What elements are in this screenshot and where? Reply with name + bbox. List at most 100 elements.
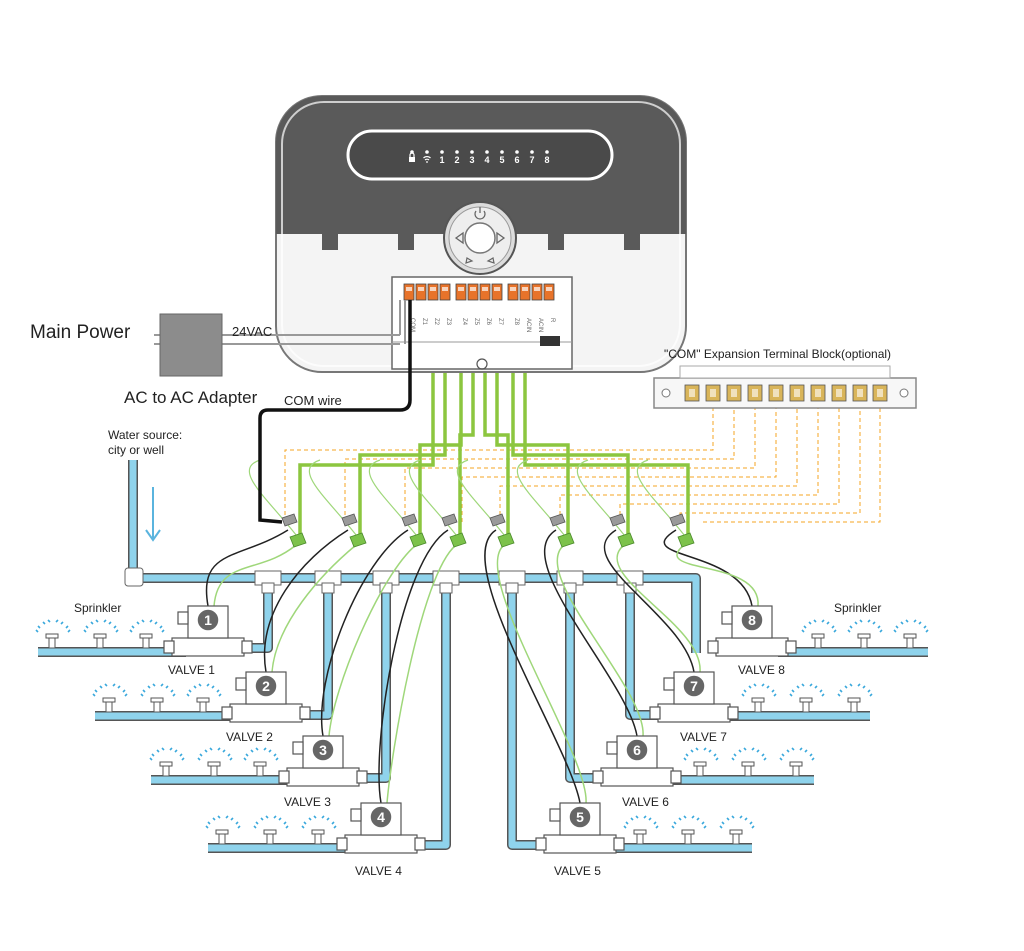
valve-8: 8 — [707, 605, 797, 657]
sprinkler-heads — [35, 619, 929, 845]
zone-wire — [523, 298, 690, 542]
valve-lead-black — [484, 529, 581, 804]
terminal-label: R — [549, 318, 555, 323]
led-dot — [500, 150, 504, 154]
valve-lead-green — [556, 544, 644, 737]
sprinkler-icon — [186, 683, 222, 713]
sprinkler-icon — [683, 747, 719, 777]
sprinkler-icon — [83, 619, 119, 649]
valve-3: 3 — [278, 735, 368, 787]
wire-connectors — [281, 513, 695, 548]
grey-wire-nut — [401, 513, 418, 527]
dashed-com-line — [404, 401, 756, 522]
grey-wire-nut — [281, 513, 298, 527]
valve-number: 1 — [204, 612, 212, 628]
valve-label: VALVE 5 — [554, 864, 601, 878]
ac-adapter — [159, 313, 223, 377]
terminal-screw — [439, 283, 451, 301]
sprinkler-icon — [92, 683, 128, 713]
valve-number-badge — [196, 608, 220, 632]
valve-lead-green — [676, 544, 759, 607]
valve-lead-green — [271, 544, 357, 673]
valve-lead-green — [328, 544, 417, 737]
zone-led-label: 5 — [499, 155, 504, 165]
led-dot — [470, 150, 474, 154]
terminal-screw — [479, 283, 491, 301]
valve-number-badge — [369, 805, 393, 829]
com-wire — [258, 300, 412, 524]
dashed-com-line — [461, 401, 777, 522]
valve-lead-black — [663, 529, 753, 607]
valve-label: VALVE 3 — [284, 795, 331, 809]
sprinkler-icon — [779, 747, 815, 777]
left-arrow-icon[interactable] — [454, 231, 464, 245]
dashed-com-line — [499, 401, 798, 522]
valve-7: 7 — [649, 671, 739, 723]
valve-lead-green — [616, 544, 701, 673]
valve-4: 4 — [336, 802, 426, 854]
valve-number-badge — [254, 674, 278, 698]
zone-led-label: 7 — [529, 155, 534, 165]
sprinkler-icon — [253, 815, 289, 845]
terminal-label: Z7 — [497, 318, 503, 326]
zone-led-label: 3 — [469, 155, 474, 165]
terminal-label: Z1 — [421, 318, 427, 326]
terminal-label: Z2 — [433, 318, 439, 326]
valve-number: 4 — [377, 809, 385, 825]
valve-number: 3 — [319, 742, 327, 758]
sprinkler-icon — [801, 619, 837, 649]
down-left-arrow-icon[interactable] — [465, 257, 474, 264]
led-display-panel — [346, 129, 614, 181]
valve-1: 1 — [163, 605, 253, 657]
valve-label: VALVE 1 — [168, 663, 215, 677]
green-wire-nut — [557, 532, 575, 548]
terminal-screw — [491, 283, 503, 301]
led-dot — [485, 150, 489, 154]
led-dot — [545, 150, 549, 154]
right-arrow-icon[interactable] — [496, 231, 506, 245]
valve-number-badge — [740, 608, 764, 632]
main-power-label: Main Power — [30, 322, 131, 343]
green-wire-nut — [289, 532, 307, 548]
terminal-screw — [415, 283, 427, 301]
dashed-com-line — [700, 401, 881, 523]
valve-6: 6 — [592, 735, 682, 787]
valve-lead-black — [543, 529, 638, 737]
valve-label: VALVE 2 — [226, 730, 273, 744]
dashed-com-line — [344, 401, 735, 522]
valve-number-badge — [682, 674, 706, 698]
valve-5: 5 — [535, 802, 625, 854]
terminal-screw — [531, 283, 543, 301]
sprinkler-icon — [731, 747, 767, 777]
terminal-label: Z8 — [513, 318, 519, 326]
terminal-screw — [507, 283, 519, 301]
zone-wires — [205, 298, 759, 804]
valve-lead-black — [263, 529, 349, 673]
valve-number-badge — [625, 738, 649, 762]
valve-label: VALVE 6 — [622, 795, 669, 809]
lock-icon — [409, 150, 415, 162]
down-right-arrow-icon[interactable] — [486, 257, 495, 264]
valve-number: 7 — [690, 678, 698, 694]
valve-lead-black — [378, 529, 449, 804]
sprinkler-icon — [149, 747, 185, 777]
valve-lead-black — [205, 529, 289, 607]
grey-wire-nut — [341, 513, 358, 527]
sprinkler-icon — [205, 815, 241, 845]
grey-wire-nut — [489, 513, 506, 527]
grey-wire-nut — [609, 513, 626, 527]
water-source-label-1: Water source: — [108, 428, 182, 442]
zone-led-label: 4 — [484, 155, 489, 165]
terminal-screw — [519, 283, 531, 301]
sprinkler-icon — [197, 747, 233, 777]
sprinkler-icon — [35, 619, 71, 649]
sprinkler-icon — [847, 619, 883, 649]
terminal-screw — [403, 283, 415, 301]
water-pipe — [129, 460, 700, 653]
valve-number: 5 — [576, 809, 584, 825]
sprinkler-icon — [893, 619, 929, 649]
valve-lead-green — [213, 544, 297, 607]
